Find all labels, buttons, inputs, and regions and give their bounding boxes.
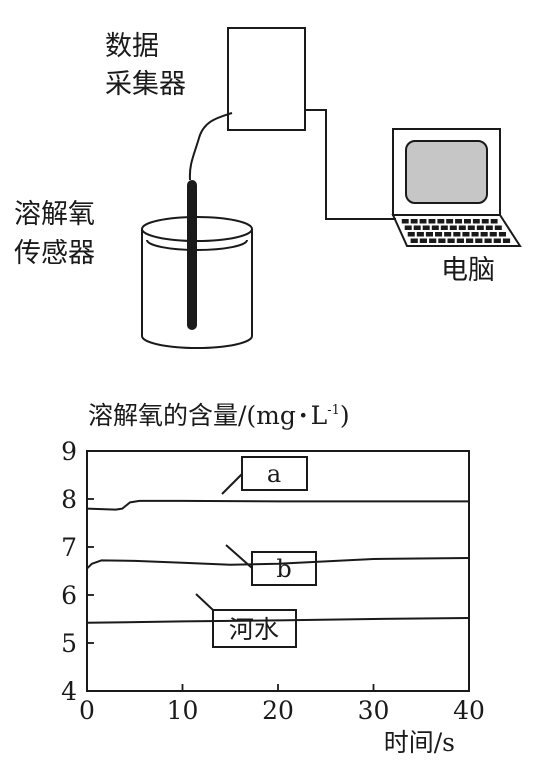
series-b-label: b [276, 555, 291, 583]
river-water-label: 河水 [229, 615, 279, 644]
laptop-key [422, 225, 430, 230]
laptop-key [467, 225, 475, 230]
y-tick-label: 9 [61, 437, 77, 466]
laptop-key [413, 225, 421, 230]
oxygen-sensor-probe [187, 180, 197, 330]
series-a-label: a [267, 460, 281, 488]
laptop-key [438, 238, 446, 243]
y-tick-label: 8 [61, 485, 77, 514]
laptop-key [429, 238, 437, 243]
y-axis-ticks: 4 5 6 7 8 9 [61, 437, 94, 706]
laptop-keyboard-outline [391, 214, 522, 247]
laptop-key [444, 232, 452, 237]
x-tick-label: 10 [167, 696, 199, 725]
laptop-key [476, 225, 484, 230]
laptop-key [437, 219, 445, 224]
laptop-key [416, 232, 424, 237]
series-a-callout: a [221, 456, 308, 495]
laptop-key [493, 238, 501, 243]
laptop-key [446, 219, 454, 224]
laptop-key [404, 225, 412, 230]
x-tick-label: 20 [262, 696, 294, 725]
laptop-key [435, 232, 443, 237]
laptop-key [484, 238, 492, 243]
laptop-key [475, 238, 483, 243]
laptop-key [401, 219, 409, 224]
river-water-line [86, 617, 470, 624]
laptop-key [480, 232, 488, 237]
sensor-cable [188, 112, 233, 181]
laptop-key [485, 225, 493, 230]
laptop-key [425, 232, 433, 237]
sensor-label-line2: 传感器 [14, 238, 95, 269]
y-tick-label: 5 [61, 629, 77, 658]
laptop-key [440, 225, 448, 230]
laptop-key [502, 238, 511, 243]
x-axis-ticks: 0 10 20 30 40 [79, 684, 485, 725]
laptop-key [428, 219, 436, 224]
chart-title-sup: -1 [327, 403, 340, 418]
river-water-callout: 河水 [195, 593, 297, 648]
laptop-key [458, 225, 466, 230]
chart-title-l: L [311, 401, 328, 430]
laptop-keys [401, 219, 511, 243]
laptop-key [449, 225, 457, 230]
series-b-callout: b [225, 544, 317, 586]
data-series [86, 499, 470, 624]
laptop-key [498, 232, 506, 237]
apparatus-diagram: 数据 采集器 溶解氧 传感器 电脑 [14, 27, 522, 349]
laptop-key [481, 219, 489, 224]
laptop-screen [405, 140, 488, 204]
laptop-key [419, 238, 427, 243]
laptop-key [464, 219, 471, 224]
data-collector-box [227, 27, 306, 131]
laptop-key [456, 238, 464, 243]
laptop-key [419, 219, 427, 224]
laptop-key [494, 225, 502, 230]
laptop-key [447, 238, 455, 243]
x-tick-label: 30 [358, 696, 390, 725]
collector-label-line1: 数据 [105, 31, 159, 62]
collector-label-line2: 采集器 [105, 69, 186, 100]
computer-cable [305, 109, 396, 220]
chart-title-dot: · [299, 401, 308, 430]
computer-label: 电脑 [441, 255, 495, 286]
laptop-key [453, 232, 461, 237]
chart-title-close: ) [340, 401, 350, 430]
laptop-key [490, 219, 498, 224]
laptop-key [455, 219, 462, 224]
laptop-key [410, 219, 418, 224]
laptop-key [407, 232, 415, 237]
series-b-line [86, 557, 470, 570]
laptop-key [462, 232, 470, 237]
x-tick-label: 0 [79, 696, 95, 725]
laptop-computer [391, 128, 522, 247]
laptop-key [466, 238, 474, 243]
laptop-key [431, 225, 439, 230]
y-tick-label: 7 [61, 533, 77, 562]
laptop-key [471, 232, 479, 237]
y-tick-label: 6 [61, 581, 77, 610]
y-tick-label: 4 [61, 677, 77, 706]
chart-title-prefix: 溶解氧的含量/(mg [88, 401, 296, 430]
laptop-key [472, 219, 480, 224]
sensor-label-line1: 溶解氧 [14, 199, 95, 230]
x-tick-label: 40 [453, 696, 485, 725]
series-a-line [86, 499, 469, 511]
chart-title: 溶解氧的含量/(mg·L-1) [88, 401, 350, 430]
laptop-key [410, 238, 418, 243]
x-axis-label: 时间/s [384, 728, 455, 757]
laptop-key [489, 232, 497, 237]
